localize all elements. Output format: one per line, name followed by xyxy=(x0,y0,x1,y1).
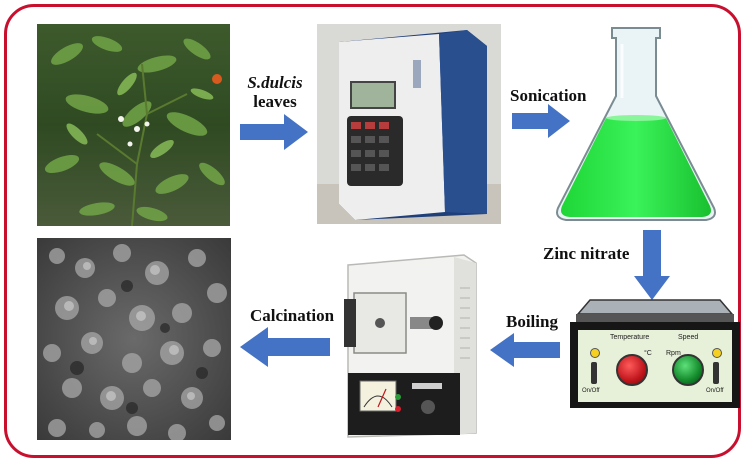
label-leaves-species: S.dulcis xyxy=(247,73,303,92)
hotplate-deg-label: °C xyxy=(644,350,652,357)
label-boiling: Boiling xyxy=(506,312,558,331)
arrow-right-icon xyxy=(240,114,308,150)
arrow-left-icon xyxy=(240,327,330,367)
right-power-switch[interactable] xyxy=(713,362,719,384)
arrow-left-icon xyxy=(490,333,560,367)
label-leaves: S.dulcis leaves xyxy=(242,73,308,111)
label-leaves-word: leaves xyxy=(253,92,297,111)
muffle-furnace xyxy=(336,247,484,443)
right-indicator-light-icon xyxy=(712,348,722,358)
temperature-knob[interactable] xyxy=(616,354,648,386)
left-indicator-light-icon xyxy=(590,348,600,358)
sonicator-device xyxy=(317,24,501,224)
left-power-switch[interactable] xyxy=(591,362,597,384)
plant-photo xyxy=(37,24,230,226)
hotplate-rpm-label: Rpm xyxy=(666,350,681,357)
right-onoff-label: On/Off xyxy=(706,388,724,394)
sem-micrograph xyxy=(37,238,231,440)
label-zinc-nitrate: Zinc nitrate xyxy=(543,244,630,263)
label-sonication: Sonication xyxy=(510,86,587,105)
arrow-right-icon xyxy=(512,104,570,138)
diagram-frame xyxy=(4,4,741,458)
hotplate-stirrer: Temperature Speed °C Rpm On/Off On/Off xyxy=(566,298,744,412)
left-onoff-label: On/Off xyxy=(582,388,600,394)
erlenmeyer-flask xyxy=(546,18,726,230)
arrow-down-icon xyxy=(634,230,670,300)
hotplate-speed-label: Speed xyxy=(678,334,699,341)
hotplate-temperature-label: Temperature xyxy=(610,334,650,341)
label-calcination: Calcination xyxy=(250,306,335,325)
speed-knob[interactable] xyxy=(672,354,704,386)
